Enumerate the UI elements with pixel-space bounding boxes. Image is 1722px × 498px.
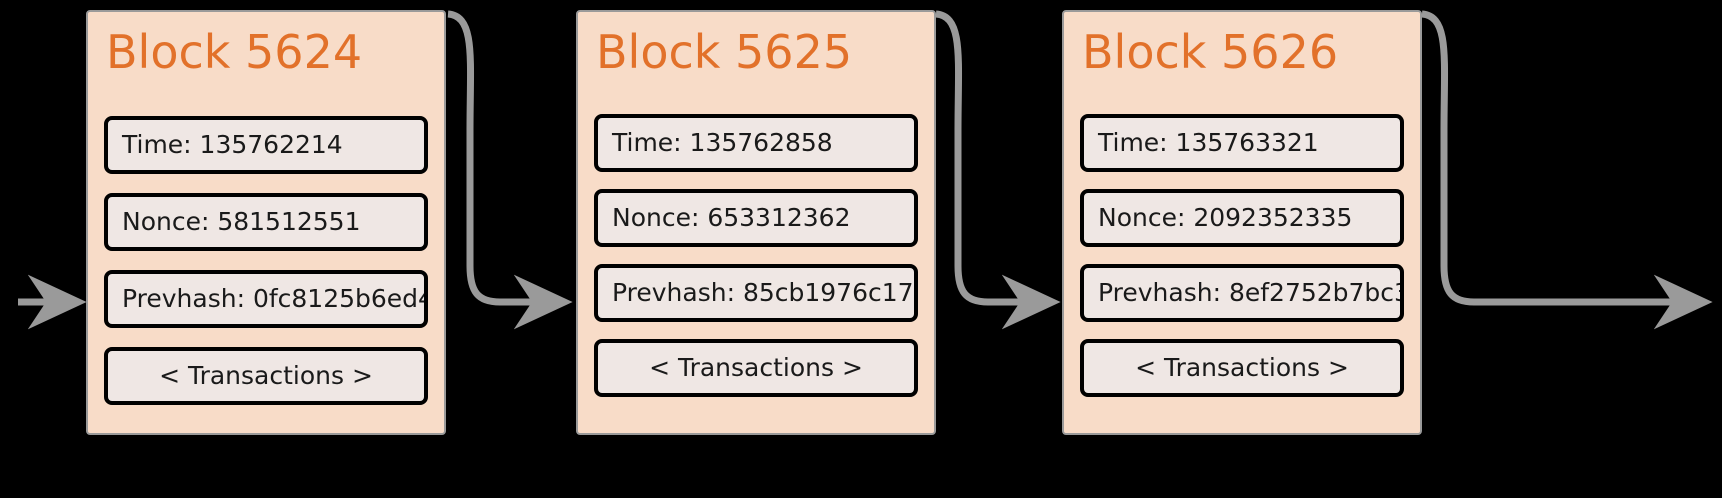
field-prevhash: Prevhash: 0fc8125b6ed4 <box>104 270 428 328</box>
block-fields: Time: 135762858 Nonce: 653312362 Prevhas… <box>594 114 918 397</box>
block-fields: Time: 135763321 Nonce: 2092352335 Prevha… <box>1080 114 1404 397</box>
block-card-5625[interactable]: Block 5625 Time: 135762858 Nonce: 653312… <box>576 10 936 435</box>
field-time: Time: 135762858 <box>594 114 918 172</box>
block-card-5626[interactable]: Block 5626 Time: 135763321 Nonce: 209235… <box>1062 10 1422 435</box>
field-time: Time: 135762214 <box>104 116 428 174</box>
outgoing-arrow <box>1421 10 1713 330</box>
block-card-5624[interactable]: Block 5624 Time: 135762214 Nonce: 581512… <box>86 10 446 435</box>
link-arrow-1 <box>447 10 573 330</box>
field-transactions[interactable]: < Transactions > <box>104 347 428 405</box>
field-nonce: Nonce: 2092352335 <box>1080 189 1404 247</box>
block-title: Block 5625 <box>596 25 853 79</box>
field-prevhash: Prevhash: 85cb1976c171 <box>594 264 918 322</box>
field-prevhash: Prevhash: 8ef2752b7bc3 <box>1080 264 1404 322</box>
field-time: Time: 135763321 <box>1080 114 1404 172</box>
block-title: Block 5624 <box>106 25 363 79</box>
field-nonce: Nonce: 653312362 <box>594 189 918 247</box>
field-transactions[interactable]: < Transactions > <box>1080 339 1404 397</box>
block-fields: Time: 135762214 Nonce: 581512551 Prevhas… <box>104 116 428 424</box>
block-title: Block 5626 <box>1082 25 1339 79</box>
field-transactions[interactable]: < Transactions > <box>594 339 918 397</box>
link-arrow-2 <box>935 10 1061 330</box>
field-nonce: Nonce: 581512551 <box>104 193 428 251</box>
